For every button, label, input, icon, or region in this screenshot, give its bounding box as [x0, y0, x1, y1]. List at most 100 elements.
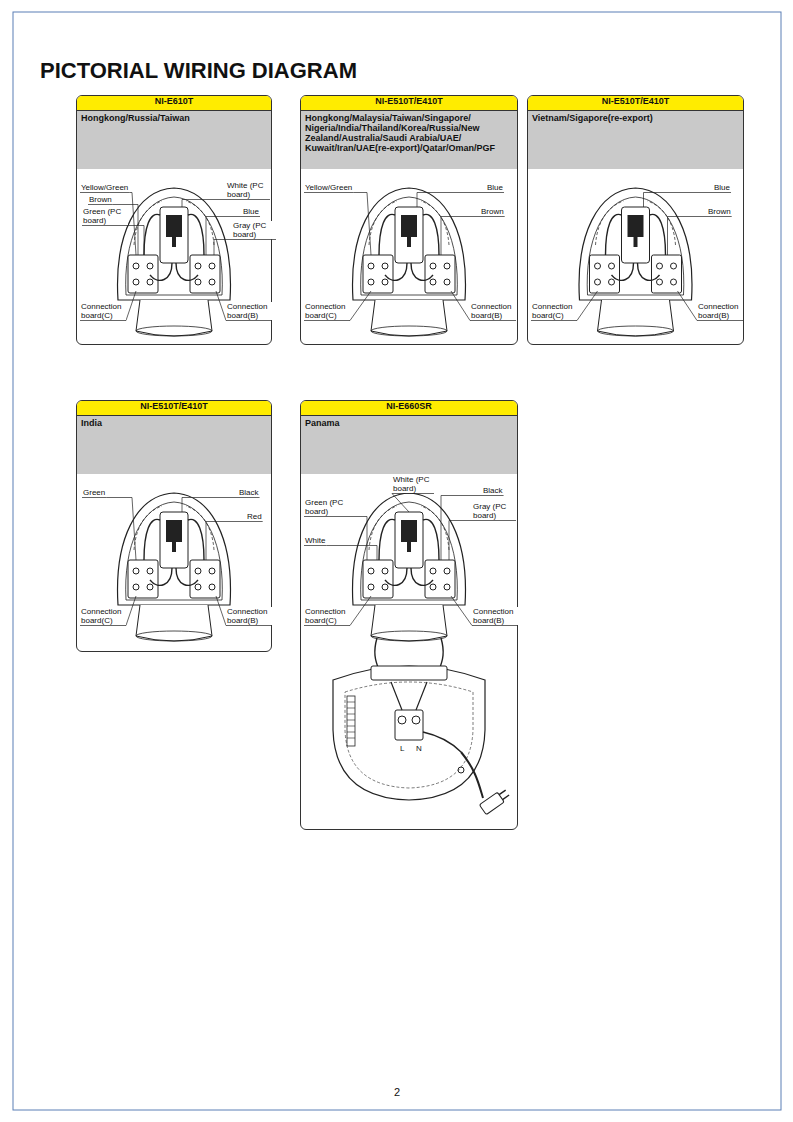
wire: [423, 519, 439, 560]
wire: [176, 568, 198, 585]
center-block: [160, 207, 188, 263]
terminal-block: [425, 255, 455, 293]
terminal-screw: [444, 279, 450, 285]
wire-label: Connection board(B): [226, 302, 272, 320]
wire: [188, 519, 204, 560]
leader-line: [417, 193, 486, 208]
stand-outline: [353, 188, 466, 300]
cover-inner: [345, 682, 473, 788]
label-underline: [531, 320, 577, 321]
terminal-screw: [382, 279, 388, 285]
wire: [150, 568, 172, 585]
terminal-block: [190, 255, 220, 293]
wire: [638, 263, 660, 280]
stand-outline: [353, 493, 466, 605]
region-band: India: [77, 416, 271, 474]
terminal-screw: [671, 263, 677, 269]
label-underline: [246, 521, 263, 522]
stand-base: [136, 605, 212, 641]
terminal-letter: N: [415, 744, 423, 753]
terminal-block: [425, 560, 455, 598]
center-block: [160, 512, 188, 568]
terminal-screw: [147, 584, 153, 590]
terminal-screw: [195, 568, 201, 574]
cord: [423, 732, 461, 752]
terminal-screw: [382, 568, 388, 574]
terminal-screw: [398, 716, 406, 724]
terminal-screw: [195, 263, 201, 269]
label-underline: [713, 192, 731, 193]
terminal-block: [363, 255, 393, 293]
plug-prongs: [499, 790, 509, 800]
terminal-block: [590, 255, 620, 293]
terminal-letter: L: [399, 744, 405, 753]
wire-label: Yellow/Green: [304, 183, 353, 192]
cover-outline: [333, 666, 485, 800]
stand-base: [371, 605, 447, 641]
stand-base-rim: [136, 326, 212, 336]
terminal-screw: [209, 568, 215, 574]
model-header: NI-E610T: [77, 96, 271, 111]
terminal-screw: [209, 584, 215, 590]
leader-line: [126, 291, 136, 321]
label-underline: [80, 625, 126, 626]
leader-line: [182, 200, 226, 208]
stand-inner-outline: [361, 502, 458, 600]
label-underline: [80, 192, 129, 193]
wire: [385, 568, 407, 585]
wire: [144, 214, 160, 255]
cord: [375, 638, 379, 670]
wire: [379, 214, 395, 255]
leader-line: [182, 498, 238, 513]
terminal-screw: [430, 263, 436, 269]
wire-label: Brown: [88, 195, 113, 204]
label-underline: [472, 520, 516, 521]
label-underline: [82, 497, 106, 498]
wire-label: Red: [246, 512, 263, 521]
label-underline: [482, 495, 504, 496]
terminal-screw: [430, 279, 436, 285]
ladder-rungs: [347, 702, 355, 738]
wire-label: Gray (PC board): [472, 502, 516, 520]
terminal-block: [128, 255, 158, 293]
leader-line: [206, 522, 246, 561]
cover-slot: [371, 666, 447, 680]
ground-screw: [458, 767, 464, 773]
terminal-screw: [595, 279, 601, 285]
terminal-screw: [609, 279, 615, 285]
model-header: NI-E510T/E410T: [301, 96, 517, 111]
terminal-screw: [368, 568, 374, 574]
label-underline: [480, 216, 505, 217]
terminal-screw: [209, 279, 215, 285]
region-band: Hongkong/Russia/Taiwan: [77, 111, 271, 169]
stand-base-rim: [371, 631, 447, 641]
wire: [411, 568, 433, 585]
terminal-block: [190, 560, 220, 598]
iron-stand-drawing: [353, 188, 466, 336]
page-border: [13, 12, 781, 1110]
region-band: Vietnam/Sigapore(re-export): [528, 111, 743, 169]
wire-label: White (PC board): [226, 181, 270, 199]
iron-stand-drawing: [118, 493, 231, 641]
leader-line: [216, 596, 226, 626]
center-slot: [166, 520, 182, 552]
stand-outline: [118, 493, 231, 605]
wire-label: Blue: [486, 183, 504, 192]
label-underline: [88, 204, 113, 205]
wire-label: Connection board(C): [80, 302, 126, 320]
wire-label: Green (PC board): [304, 498, 350, 516]
terminal-screw: [657, 263, 663, 269]
terminal-screw: [368, 263, 374, 269]
center-block: [395, 207, 423, 263]
wire-label: Blue: [713, 183, 731, 192]
stand-inner-outline: [126, 502, 223, 600]
leader-line: [451, 596, 472, 626]
power-cord: [461, 752, 483, 798]
center-block: [395, 512, 423, 568]
wire-label: Connection board(C): [304, 607, 350, 625]
terminal-screw: [444, 584, 450, 590]
region-band: Panama: [301, 416, 517, 474]
wire-label: Yellow/Green: [80, 183, 129, 192]
terminal-screw: [671, 279, 677, 285]
ladder-symbol: [347, 696, 355, 746]
